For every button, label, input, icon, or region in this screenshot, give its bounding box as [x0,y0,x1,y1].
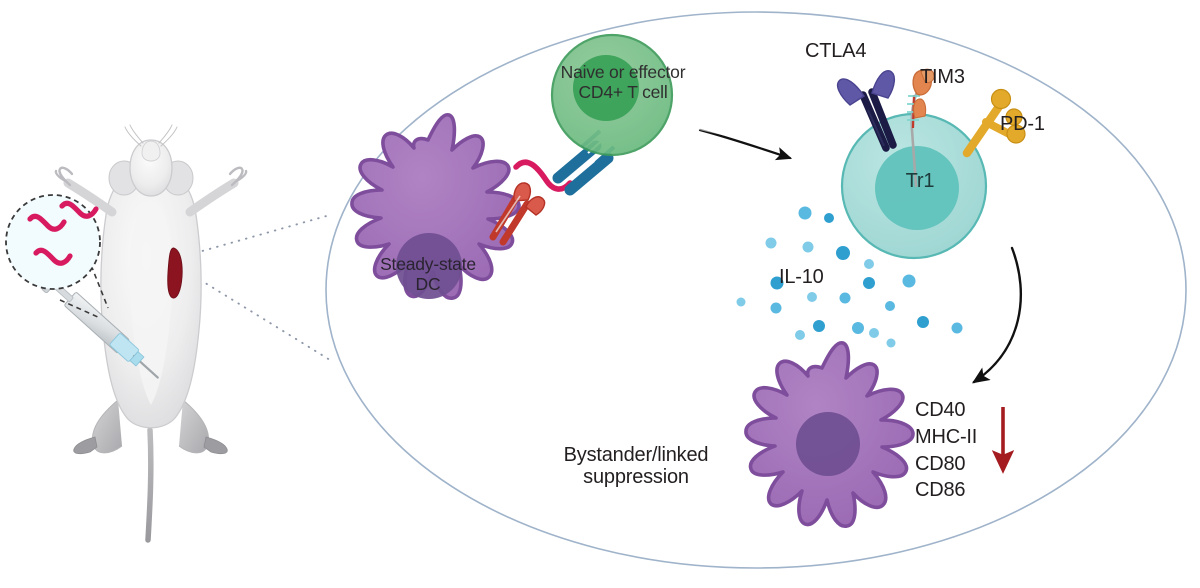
tim3-molecule [907,68,935,188]
arrow-tr1-to-bystander-dc [972,246,1023,384]
tr1-cell-nucleus [875,146,959,230]
label-surface-markers: CD40 MHC-II CD80 CD86 [915,399,978,502]
mouse-whiskers [124,124,178,147]
cd4-t-cell [550,33,674,157]
dotted-callout-lines [180,214,331,361]
mouse-hindfoot-right [203,436,228,455]
mouse-illustration [54,124,248,543]
ctla4-molecule [836,70,897,152]
label-tim3: TIM3 [920,66,965,88]
label-steady-state-dc: Steady-state DC [380,254,476,294]
label-pd1: PD-1 [1000,113,1045,135]
mouse-forepaw-left [54,166,74,187]
arrow-t-to-tr1 [693,127,793,161]
magnifier-circle [5,194,101,290]
label-il10: IL-10 [779,266,824,288]
lesion [167,247,183,299]
syringe-needle-hub [129,351,145,367]
steady-state-dc [350,113,521,300]
worm-1 [27,213,67,232]
worm-2 [59,200,99,219]
mouse-hindfoot-left [73,436,98,455]
mouse-snout [141,140,161,162]
mhc-complex [489,182,546,246]
label-naive-t-cell: Naive or effector CD4+ T cell [560,62,686,102]
label-ctla4: CTLA4 [805,40,867,62]
mouse-tail [145,427,154,543]
worm-group [27,200,99,266]
label-tr1: Tr1 [905,170,935,192]
magnifier-inset [5,194,109,319]
bystander-dc [744,341,915,528]
steady-state-dc-nucleus [396,233,462,299]
worm-3 [33,247,73,266]
mouse-foreleg-right [185,178,239,217]
il10-cytokine-dots [736,206,963,348]
pd1-molecule [962,88,1026,158]
bystander-dc-nucleus [796,412,860,476]
cd4-t-cell-nucleus [573,55,639,121]
mouse-forepaw-right [228,166,248,187]
label-bystander-suppression: Bystander/linked suppression [563,444,709,489]
mouse-head [129,139,173,197]
detail-ellipse [325,11,1187,569]
antigen-peptide [513,159,573,192]
